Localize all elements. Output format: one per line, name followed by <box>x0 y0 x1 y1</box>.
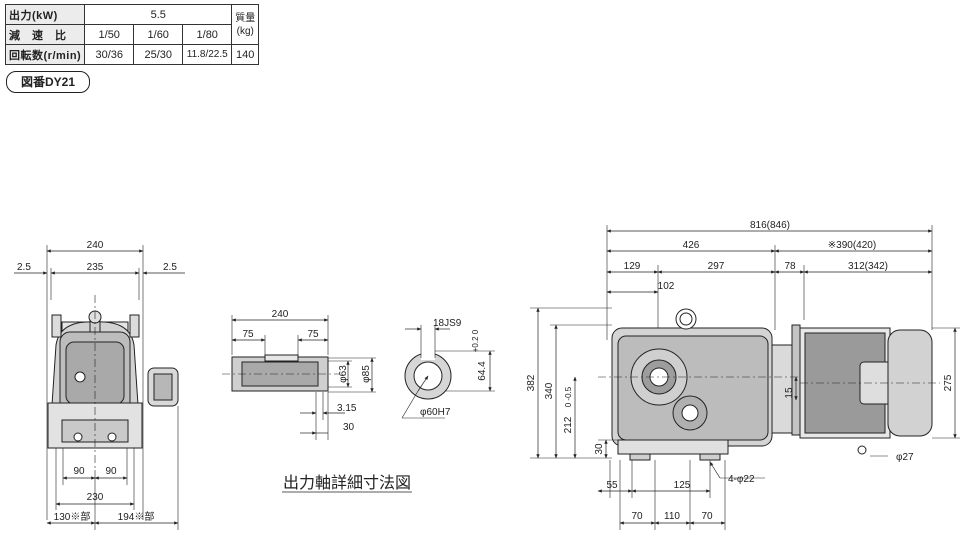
shaft-d2: φ85 <box>361 365 372 383</box>
side-d78: 78 <box>784 261 796 272</box>
front-bottom-left: 130※部 <box>54 510 91 523</box>
shaft-key-offset: 3.15 <box>337 403 357 414</box>
side-b70b: 70 <box>701 511 713 522</box>
shaft-detail <box>222 315 495 493</box>
mass-value: 140 <box>231 44 260 65</box>
side-view <box>530 225 960 530</box>
shaft-length: 240 <box>272 309 289 320</box>
side-d297: 297 <box>708 261 725 272</box>
shaft-d1: φ63 <box>338 365 349 383</box>
key-depth: 64.4 <box>477 361 488 381</box>
front-offset-right: 2.5 <box>163 262 177 273</box>
keyway-width: 18JS9 <box>433 318 462 329</box>
side-h340: 340 <box>544 382 555 399</box>
side-b110: 110 <box>664 511 680 522</box>
figure-number-badge: 図番DY21 <box>6 71 90 93</box>
side-d55: 55 <box>606 480 618 491</box>
spec-table: 出力(kW) 5.5 質量 (kg) 減 速 比 1/50 1/60 1/80 … <box>4 4 260 65</box>
side-h30: 30 <box>594 443 605 455</box>
key-depth-tol: +0.2 0 <box>471 329 480 352</box>
front-foot-span: 230 <box>87 492 104 503</box>
front-foot-right: 90 <box>105 466 117 477</box>
side-b70a: 70 <box>631 511 643 522</box>
front-view <box>14 245 185 530</box>
side-motor-len: ※390(420) <box>828 240 876 251</box>
front-foot-left: 90 <box>73 466 85 477</box>
ratio-2: 1/60 <box>133 24 184 45</box>
side-h212: 212 <box>563 416 574 433</box>
shaft-detail-caption: 出力軸詳細寸法図 <box>283 474 411 492</box>
shaft-right-seg: 75 <box>307 329 319 340</box>
front-offset-left: 2.5 <box>17 262 31 273</box>
front-inner-width: 235 <box>87 262 104 273</box>
front-bottom-right: 194※部 <box>118 510 155 523</box>
side-d129: 129 <box>624 261 641 272</box>
speed-2: 25/30 <box>133 44 184 65</box>
front-top-width: 240 <box>87 240 104 251</box>
side-h212-tol: 0 -0.5 <box>564 386 573 407</box>
side-h382: 382 <box>526 374 537 391</box>
side-h15: 15 <box>784 387 795 399</box>
mass-header: 質量 (kg) <box>231 4 260 45</box>
speed-label: 回転数(r/min) <box>4 44 86 65</box>
side-overall: 816(846) <box>750 220 790 231</box>
mass-header-text: 質量 (kg) <box>235 12 256 37</box>
shaft-key-len: 30 <box>343 422 355 433</box>
power-label: 出力(kW) <box>4 4 86 25</box>
side-gear-len: 426 <box>683 240 700 251</box>
side-d312: 312(342) <box>848 261 888 272</box>
bore-diameter: φ60H7 <box>420 407 451 418</box>
side-phi27: φ27 <box>896 452 914 463</box>
ratio-label: 減 速 比 <box>4 24 86 45</box>
side-d102: 102 <box>658 281 675 292</box>
side-holes: 4-φ22 <box>728 474 755 485</box>
side-h275: 275 <box>943 374 954 391</box>
speed-1: 30/36 <box>84 44 135 65</box>
side-d125: 125 <box>674 480 691 491</box>
shaft-left-seg: 75 <box>242 329 254 340</box>
